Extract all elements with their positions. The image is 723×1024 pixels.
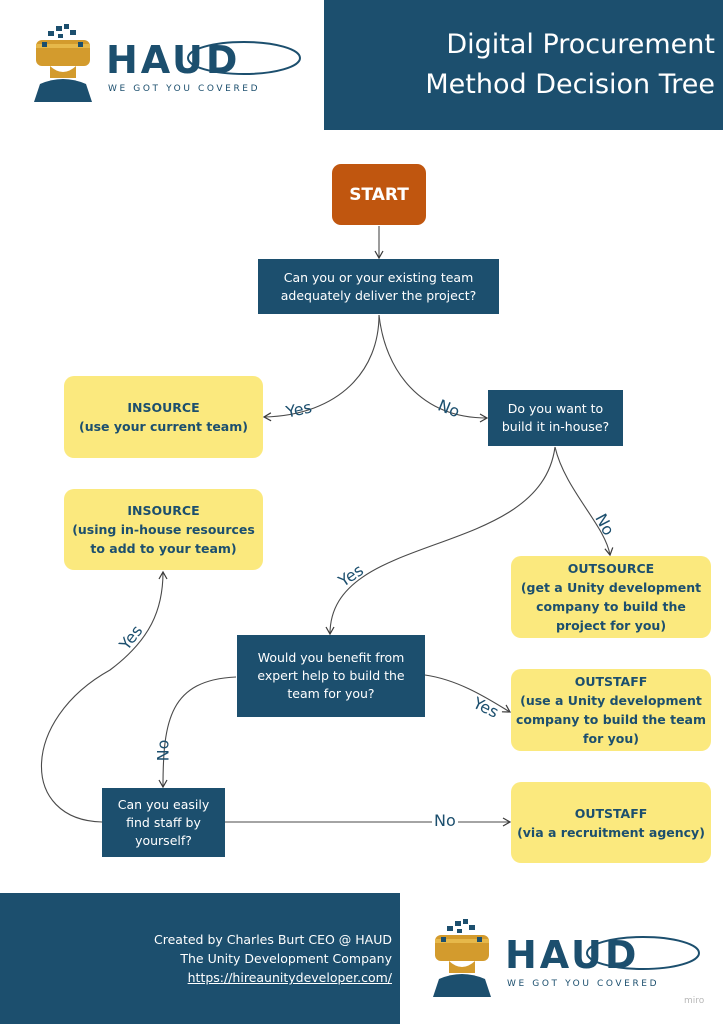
logo-swoosh-icon <box>586 936 700 970</box>
haud-emblem-icon <box>34 24 92 102</box>
logo-tagline: WE GOT YOU COVERED <box>507 979 660 989</box>
haud-emblem-icon <box>433 919 491 997</box>
outcome-line: for you) <box>583 731 639 746</box>
question-expert-help: Would you benefit from expert help to bu… <box>237 635 425 717</box>
outcome-insource-in-house-resources: INSOURCE (using in-house resources to ad… <box>64 489 263 570</box>
question-line: expert help to build the <box>257 668 405 683</box>
title-banner: Digital Procurement Method Decision Tree <box>324 0 723 130</box>
logo-swoosh-icon <box>187 41 301 75</box>
title-line-2: Method Decision Tree <box>425 69 715 100</box>
title-line-1: Digital Procurement <box>446 29 715 60</box>
outcome-line: OUTSTAFF <box>574 805 648 821</box>
edge-label-q4-no: No <box>432 811 458 830</box>
question-line: adequately deliver the project? <box>280 287 477 303</box>
question-line: find staff by <box>126 814 201 830</box>
outcome-line: (use a Unity development <box>520 693 702 708</box>
footer-company: The Unity Development Company <box>180 951 392 966</box>
question-deliver-project: Can you or your existing team adequately… <box>258 259 499 314</box>
question-line: Do you want to <box>507 401 604 416</box>
question-line: Can you or your existing team <box>283 269 474 285</box>
outcome-line: OUTSTAFF <box>574 674 648 689</box>
outcome-outstaff-unity-company: OUTSTAFF (use a Unity development compan… <box>511 669 711 751</box>
outcome-line: INSOURCE <box>127 503 200 518</box>
edge-q4-insource2 <box>40 570 168 823</box>
outcome-line: (get a Unity development <box>520 580 702 595</box>
outcome-line: OUTSOURCE <box>567 561 655 576</box>
miro-watermark: miro <box>684 996 705 1006</box>
question-line: team for you? <box>287 686 375 701</box>
edge-q2-outsource <box>554 446 614 557</box>
outcome-line: project for you) <box>555 618 667 633</box>
outcome-line: (using in-house resources <box>72 522 255 537</box>
start-node: START <box>332 164 426 225</box>
outcome-line: (via a recruitment agency) <box>517 824 705 840</box>
outcome-line: (use your current team) <box>78 419 248 434</box>
footer-creator: Created by Charles Burt CEO @ HAUD <box>154 932 392 947</box>
question-line: Would you benefit from <box>257 650 405 665</box>
question-line: yourself? <box>135 832 192 848</box>
footer-link[interactable]: https://hireaunitydeveloper.com/ <box>187 970 392 985</box>
outcome-line: company to build the <box>536 599 686 614</box>
logo-tagline: WE GOT YOU COVERED <box>108 84 261 94</box>
outcome-line: company to build the team <box>515 712 707 727</box>
outcome-outstaff-recruitment-agency: OUTSTAFF (via a recruitment agency) <box>511 782 711 863</box>
edge-q1-q2 <box>378 314 489 423</box>
edge-label-q3-no: No <box>153 739 173 762</box>
logo-brand: HAUD <box>505 933 640 977</box>
footer-logo: HAUD WE GOT YOU COVERED <box>425 915 710 1005</box>
outcome-insource-current-team: INSOURCE (use your current team) <box>64 376 263 458</box>
question-line: build it in-house? <box>501 419 610 434</box>
outcome-outsource: OUTSOURCE (get a Unity development compa… <box>511 556 711 638</box>
question-build-in-house: Do you want to build it in-house? <box>488 390 623 446</box>
outcome-line: to add to your team) <box>90 541 237 556</box>
edge-q3-q4 <box>158 676 237 789</box>
header-logo: HAUD WE GOT YOU COVERED <box>20 20 310 110</box>
edge-q3-outstaff1 <box>424 674 512 713</box>
outcome-line: INSOURCE <box>127 400 200 415</box>
question-line: Can you easily <box>117 796 210 812</box>
edge-q2-q3 <box>325 446 556 636</box>
edge-q1-insource1 <box>262 314 380 422</box>
logo-brand: HAUD <box>106 38 241 82</box>
question-find-staff: Can you easily find staff by yourself? <box>102 788 225 857</box>
footer-credits: Created by Charles Burt CEO @ HAUD The U… <box>0 893 400 1024</box>
